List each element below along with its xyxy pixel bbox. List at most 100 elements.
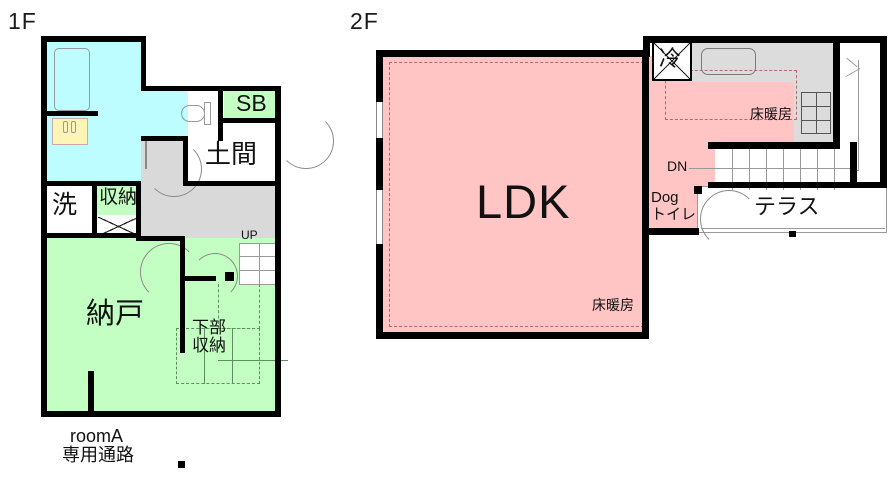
wall-mid-top bbox=[141, 86, 281, 91]
window-ldk-left-2 bbox=[376, 189, 383, 245]
wall-1f-right bbox=[275, 86, 281, 417]
vanity-fixture bbox=[52, 118, 88, 145]
bathtub-fixture bbox=[54, 48, 90, 111]
wall-2f-top-left bbox=[376, 50, 650, 57]
wall-kitchen-bottom bbox=[708, 142, 840, 149]
room-washroom bbox=[46, 185, 96, 238]
window-ldk-left-1 bbox=[376, 101, 383, 139]
bath-partition-wall bbox=[46, 111, 98, 116]
closet-cross-icon bbox=[98, 217, 139, 236]
wall-washroom-bottom bbox=[41, 233, 141, 238]
wall-bath-bottom bbox=[41, 181, 141, 186]
wall-2f-left-b bbox=[376, 138, 383, 190]
door-arc-terrace bbox=[700, 190, 758, 248]
wall-ldk-right bbox=[642, 57, 649, 333]
wall-dog-bottom bbox=[643, 228, 699, 235]
stair-dn-tread-4 bbox=[783, 148, 784, 190]
wall-corridor-bottom bbox=[180, 276, 216, 281]
stove-grid-v bbox=[816, 92, 817, 134]
label-ldk-floor-heating: 床暖房 bbox=[592, 298, 634, 314]
wall-kitchen-right bbox=[833, 36, 840, 149]
label-terrace: テラス bbox=[754, 195, 820, 220]
floor-1f-label: 1F bbox=[8, 8, 37, 34]
wall-2f-top-connect bbox=[643, 36, 650, 57]
wall-bath-right-lower bbox=[136, 181, 141, 238]
wall-1f-left bbox=[41, 36, 47, 417]
wall-corridor-left bbox=[136, 233, 141, 241]
label-ldk: LDK bbox=[476, 175, 571, 228]
door-arc-toilet bbox=[146, 141, 202, 197]
door-arc-corridor bbox=[192, 253, 238, 299]
label-closet: 収納 bbox=[99, 186, 138, 208]
label-washroom: 洗 bbox=[52, 190, 78, 219]
wall-nando-stub bbox=[88, 371, 94, 417]
stove-grid-h1 bbox=[801, 106, 831, 107]
room-closet bbox=[96, 185, 141, 215]
door-arc-nando bbox=[140, 243, 198, 301]
wall-stair-post bbox=[225, 272, 234, 281]
wall-sb-bottom bbox=[223, 118, 278, 123]
door-leaf-toilet bbox=[145, 141, 147, 169]
stairs-up-label: UP bbox=[241, 228, 258, 242]
label-kitchen-floor-heating: 床暖房 bbox=[750, 107, 792, 123]
wall-toilet-right bbox=[218, 86, 223, 141]
understair-line-h bbox=[218, 360, 288, 361]
wall-2f-left-a bbox=[376, 50, 383, 102]
floor-plan-1f: 1F UP bbox=[0, 0, 345, 479]
wall-2f-left-c bbox=[376, 244, 383, 339]
fridge-cross-icon bbox=[654, 43, 690, 79]
vanity-tap-icon bbox=[63, 121, 68, 133]
wall-1f-bottom bbox=[41, 411, 281, 417]
wall-terrace-post bbox=[694, 186, 702, 194]
wall-understair-left bbox=[180, 276, 185, 353]
room-shoebox bbox=[224, 91, 278, 122]
door-arc-entrance bbox=[278, 113, 334, 169]
stair-riser-center bbox=[259, 243, 260, 285]
label-dog-toilet-line1: Dog トイレ bbox=[651, 189, 697, 224]
vanity-mirror-icon bbox=[71, 121, 76, 133]
terrace-marker-dot bbox=[789, 231, 796, 237]
room-dog-toilet bbox=[649, 186, 697, 233]
stair-dn-tread-5 bbox=[800, 148, 801, 190]
stair-dn-tread-6 bbox=[817, 148, 818, 190]
stair-dn-tread-3 bbox=[766, 148, 767, 190]
stair-dn-centerline bbox=[665, 168, 851, 169]
caption-private-passage: 専用通路 bbox=[62, 445, 134, 466]
wall-doma-left bbox=[183, 136, 188, 186]
wall-bath-right bbox=[141, 36, 146, 91]
label-shoebox: SB bbox=[236, 90, 267, 116]
hood-duct-line bbox=[858, 60, 859, 170]
wall-doma-bottom bbox=[183, 181, 281, 186]
wall-nando-top bbox=[141, 236, 185, 241]
stair-dn-tread-2 bbox=[749, 148, 750, 190]
caption-room-a: roomA bbox=[70, 426, 124, 446]
toilet-tank-icon bbox=[204, 102, 211, 125]
terrace-inner-line bbox=[701, 228, 885, 229]
label-doma: 土間 bbox=[205, 140, 258, 170]
floor-2f-label: 2F bbox=[350, 8, 379, 34]
stair-dn-tread-1 bbox=[732, 148, 733, 190]
wall-2f-bottom bbox=[376, 332, 649, 339]
wall-2f-far-right bbox=[880, 36, 887, 188]
fridge-label: 冷 bbox=[659, 47, 682, 72]
wall-stair-right bbox=[850, 142, 857, 188]
stairs-down-label: DN bbox=[665, 158, 690, 174]
wall-washroom-right bbox=[92, 185, 97, 238]
label-nando: 納戸 bbox=[86, 296, 145, 330]
understair-dashed-column bbox=[218, 284, 260, 329]
understair-line-v2 bbox=[232, 328, 233, 384]
hood-arrow-a bbox=[846, 57, 858, 68]
stair-dn-tread-7 bbox=[834, 148, 835, 190]
caption-marker-dot bbox=[178, 461, 185, 468]
kitchen-floor-heating-outline bbox=[665, 70, 797, 120]
toilet-bowl-icon bbox=[181, 105, 205, 122]
wall-1f-top bbox=[41, 36, 146, 42]
room-ldk bbox=[382, 56, 649, 333]
wall-toilet-bottom bbox=[141, 136, 187, 141]
label-under-stair-storage: 下部 収納 bbox=[192, 318, 226, 356]
wall-2f-right-top bbox=[840, 36, 887, 43]
kitchen-sink-icon bbox=[701, 48, 756, 75]
understair-line-v1 bbox=[204, 328, 205, 384]
wall-2f-top-right bbox=[650, 36, 840, 43]
wall-stair-bottom bbox=[708, 182, 887, 188]
